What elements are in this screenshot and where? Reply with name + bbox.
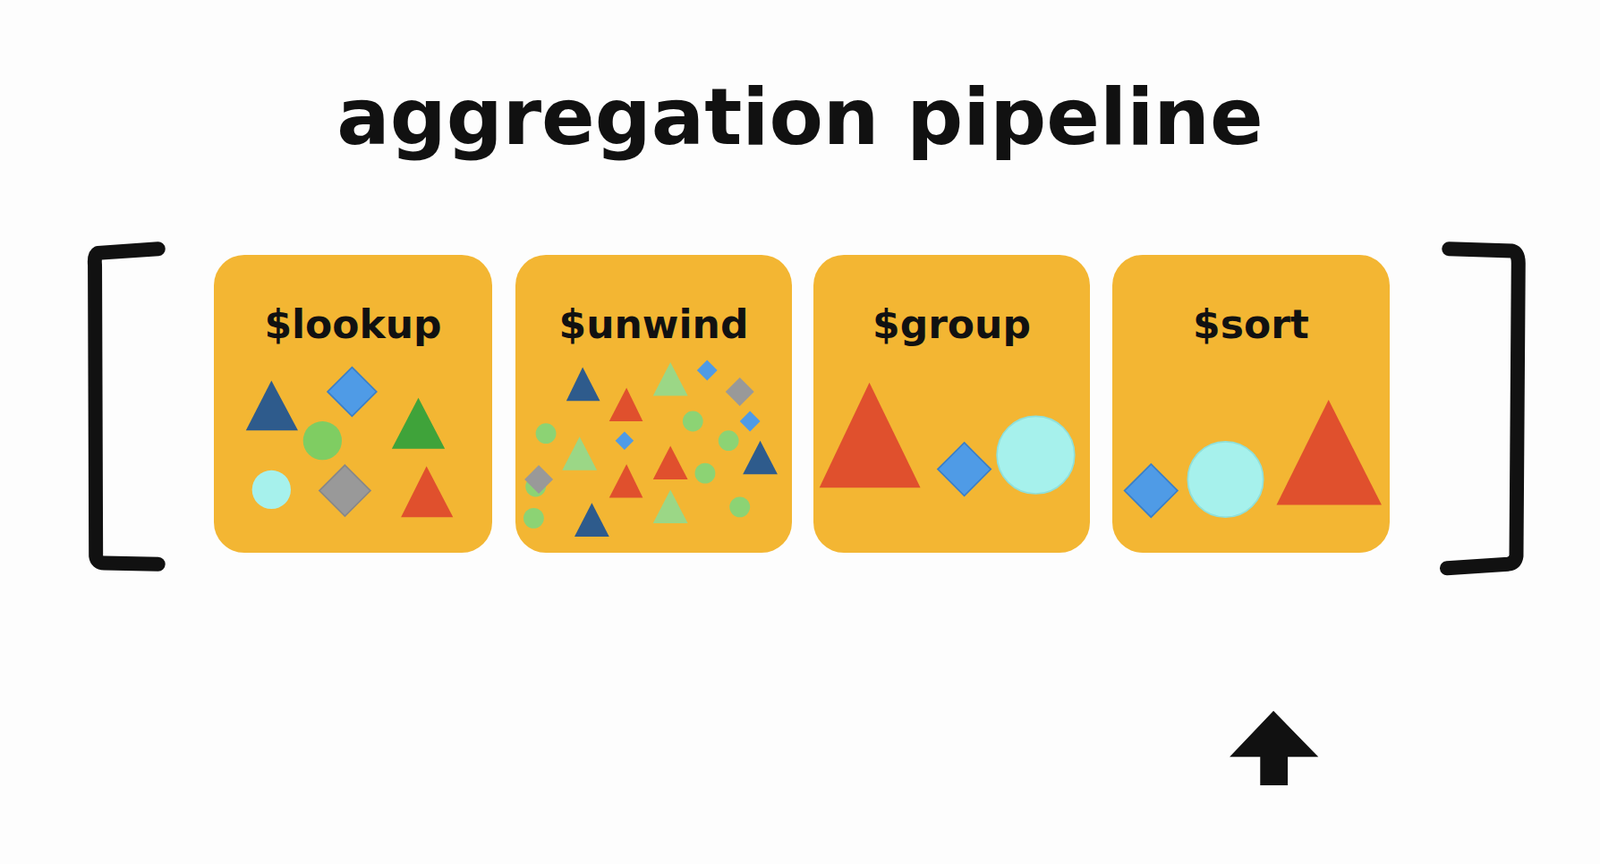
circle-shape: [996, 416, 1075, 494]
diamond-shape: [937, 442, 991, 496]
stage-name: $lookup: [213, 301, 493, 349]
diamond-shape: [615, 431, 635, 451]
stage-name: $group: [813, 301, 1090, 349]
diagram-title: aggregation pipeline: [0, 68, 1600, 167]
diamond-shape: [524, 465, 554, 494]
right-bracket: [1446, 248, 1519, 569]
triangle-shape: [1276, 400, 1382, 505]
circle-shape: [1187, 442, 1263, 518]
triangle-shape: [391, 398, 445, 450]
circle-shape: [682, 411, 704, 433]
pointer-arrow: [1229, 711, 1319, 786]
triangle-shape: [653, 445, 689, 480]
stage-box: $group: [813, 255, 1090, 554]
triangle-shape: [609, 464, 644, 499]
triangle-shape: [609, 387, 644, 422]
circle-shape: [252, 470, 291, 510]
circle-shape: [536, 423, 557, 444]
circle-shape: [303, 421, 342, 460]
circle-shape: [729, 496, 750, 518]
diamond-shape: [725, 377, 755, 407]
triangle-shape: [574, 502, 610, 537]
triangle-shape: [742, 441, 778, 476]
diamond-shape: [697, 360, 718, 382]
left-bracket: [94, 248, 159, 564]
circle-shape: [718, 430, 740, 452]
stage-name: $sort: [1112, 301, 1390, 349]
triangle-shape: [653, 362, 689, 397]
diamond-shape: [1124, 464, 1178, 518]
stage-name: $unwind: [515, 301, 792, 349]
diamond-shape: [740, 411, 761, 433]
triangle-shape: [653, 489, 689, 524]
triangle-shape: [819, 382, 921, 488]
diamond-shape: [327, 367, 377, 418]
triangle-shape: [246, 380, 298, 431]
stage-box: $unwind: [515, 255, 792, 554]
triangle-shape: [566, 367, 601, 402]
circle-shape: [695, 463, 716, 485]
circle-shape: [523, 508, 545, 529]
diamond-shape: [319, 465, 371, 517]
triangle-shape: [561, 436, 597, 471]
triangle-shape: [400, 466, 453, 518]
